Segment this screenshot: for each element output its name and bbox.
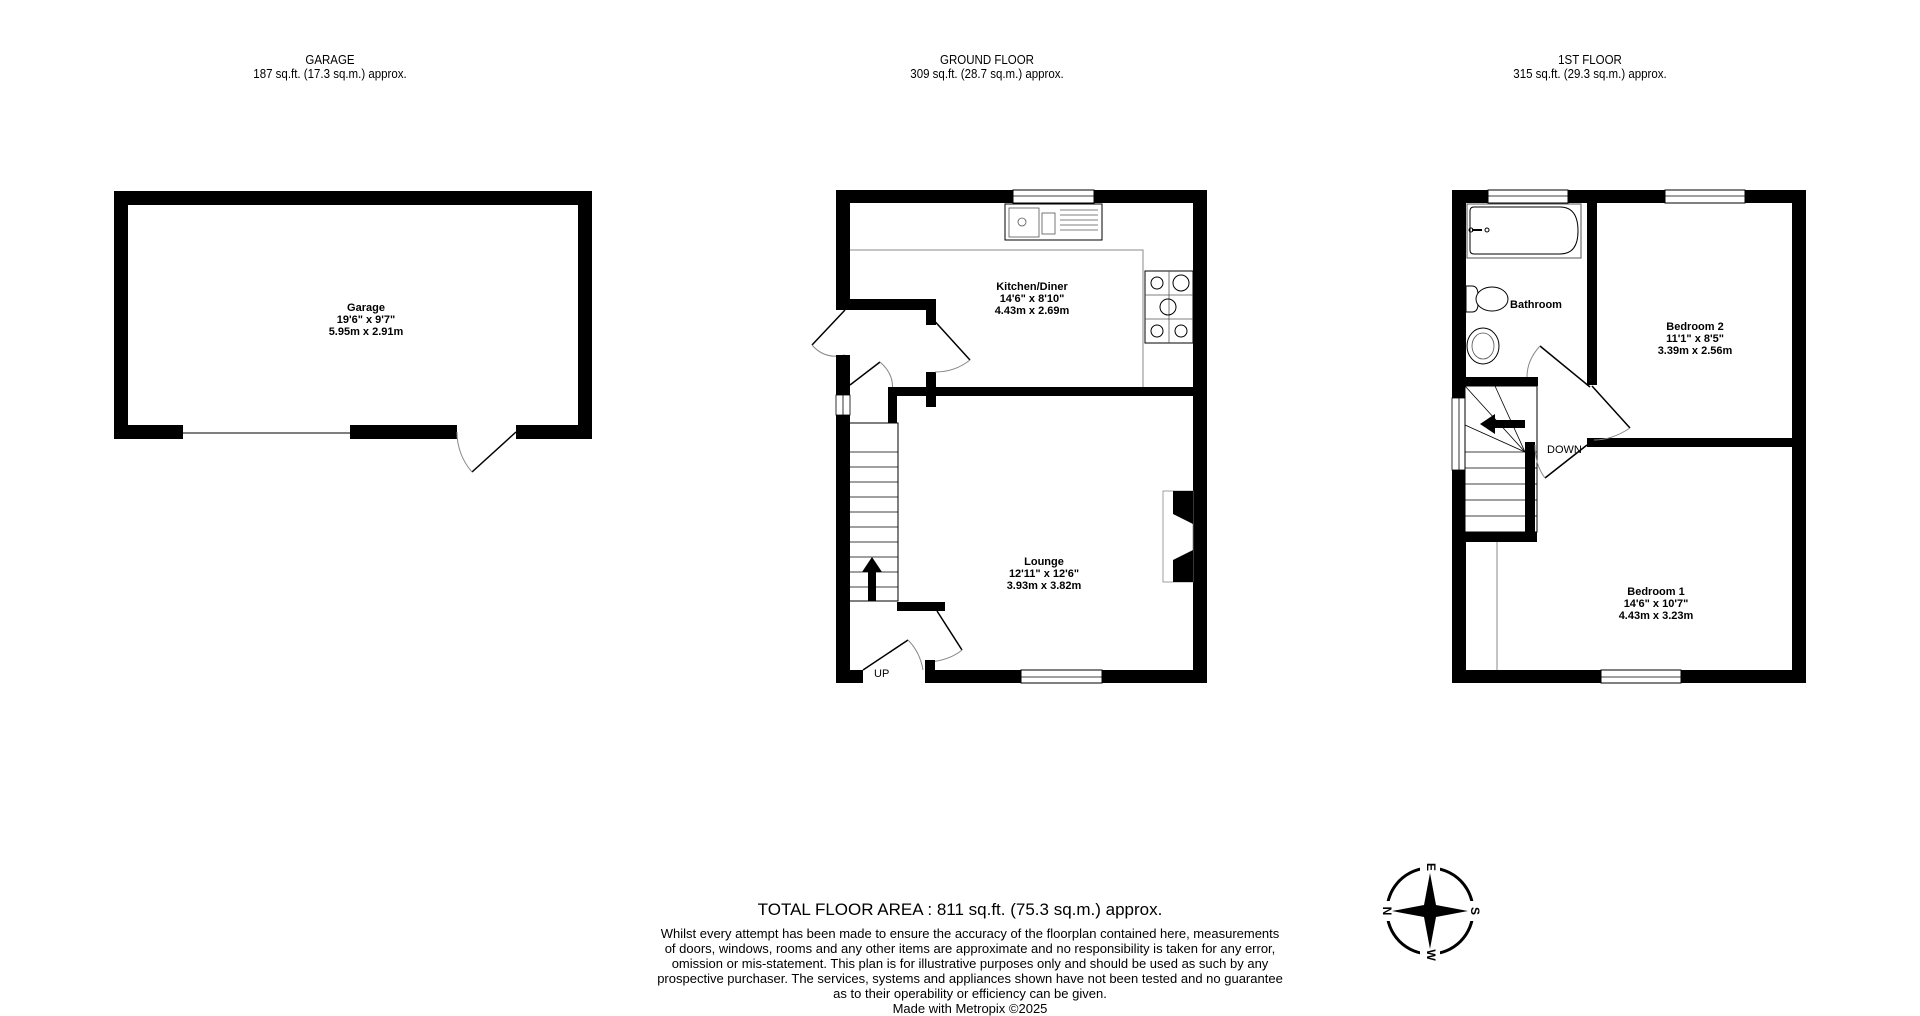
- room-imperial: 14'6" x 8'10": [999, 293, 1065, 305]
- kitchen-room-label: Kitchen/Diner 14'6" x 8'10" 4.43m x 2.69…: [995, 281, 1070, 317]
- room-name: Kitchen/Diner: [996, 281, 1068, 293]
- room-metric: 3.39m x 2.56m: [1657, 345, 1733, 357]
- disclaimer-line: as to their operability or efficiency ca…: [833, 986, 1107, 1001]
- room-name: Bathroom: [1510, 299, 1562, 311]
- stairs-up-arrow: [862, 557, 882, 601]
- compass-west: W: [1424, 949, 1438, 961]
- floor-area: 187 sq.ft. (17.3 sq.m.) approx.: [253, 67, 407, 81]
- compass-icon: E S W N: [1379, 860, 1482, 962]
- room-metric: 4.43m x 3.23m: [1618, 610, 1694, 622]
- bathroom-room-label: Bathroom: [1510, 299, 1562, 311]
- room-name: Lounge: [1024, 556, 1064, 568]
- disclaimer: Whilst every attempt has been made to en…: [600, 926, 1340, 1016]
- room-name: Bedroom 2: [1666, 321, 1724, 333]
- floor-name: GARAGE: [305, 53, 355, 67]
- room-imperial: 14'6" x 10'7": [1623, 598, 1689, 610]
- floor-name: GROUND FLOOR: [940, 53, 1034, 67]
- room-metric: 3.93m x 3.82m: [1006, 580, 1082, 592]
- bedroom2-room-label: Bedroom 2 11'1" x 8'5" 3.39m x 2.56m: [1658, 321, 1733, 357]
- room-name: Garage: [347, 302, 385, 314]
- garage-plan: [114, 191, 592, 473]
- compass-east: E: [1424, 863, 1438, 871]
- room-name: Bedroom 1: [1627, 586, 1685, 598]
- disclaimer-line: prospective purchaser. The services, sys…: [657, 971, 1283, 986]
- compass-south: S: [1468, 907, 1482, 915]
- metropix-credit: Made with Metropix ©2025: [892, 1001, 1048, 1016]
- total-floor-area: TOTAL FLOOR AREA : 811 sq.ft. (75.3 sq.m…: [757, 900, 1163, 919]
- stairs-up-label: UP: [874, 668, 890, 680]
- room-metric: 4.43m x 2.69m: [994, 305, 1070, 317]
- floor-area: 315 sq.ft. (29.3 sq.m.) approx.: [1513, 67, 1667, 81]
- room-metric: 5.95m x 2.91m: [328, 326, 404, 338]
- stairs-down-label: DOWN: [1547, 444, 1582, 456]
- lounge-room-label: Lounge 12'11" x 12'6" 3.93m x 3.82m: [1007, 556, 1082, 592]
- first-floor-plan: [1451, 189, 1806, 684]
- disclaimer-line: of doors, windows, rooms and any other i…: [664, 941, 1276, 956]
- disclaimer-line: Whilst every attempt has been made to en…: [660, 926, 1280, 941]
- room-imperial: 12'11" x 12'6": [1008, 568, 1080, 580]
- room-imperial: 11'1" x 8'5": [1666, 333, 1724, 345]
- floor-area: 309 sq.ft. (28.7 sq.m.) approx.: [910, 67, 1064, 81]
- ground-floor-plan: [811, 189, 1207, 684]
- room-imperial: 19'6" x 9'7": [336, 314, 396, 326]
- first-floor-header: 1ST FLOOR 315 sq.ft. (29.3 sq.m.) approx…: [1498, 53, 1682, 81]
- stairs-down-arrow: [1480, 414, 1525, 434]
- garage-header: GARAGE 187 sq.ft. (17.3 sq.m.) approx.: [238, 53, 422, 81]
- ground-floor-header: GROUND FLOOR 309 sq.ft. (28.7 sq.m.) app…: [895, 53, 1079, 81]
- disclaimer-line: omission or mis-statement. This plan is …: [671, 956, 1269, 971]
- compass-north: N: [1380, 907, 1394, 916]
- floor-name: 1ST FLOOR: [1558, 53, 1622, 67]
- garage-room-label: Garage 19'6" x 9'7" 5.95m x 2.91m: [329, 302, 404, 338]
- bedroom1-room-label: Bedroom 1 14'6" x 10'7" 4.43m x 3.23m: [1619, 586, 1694, 622]
